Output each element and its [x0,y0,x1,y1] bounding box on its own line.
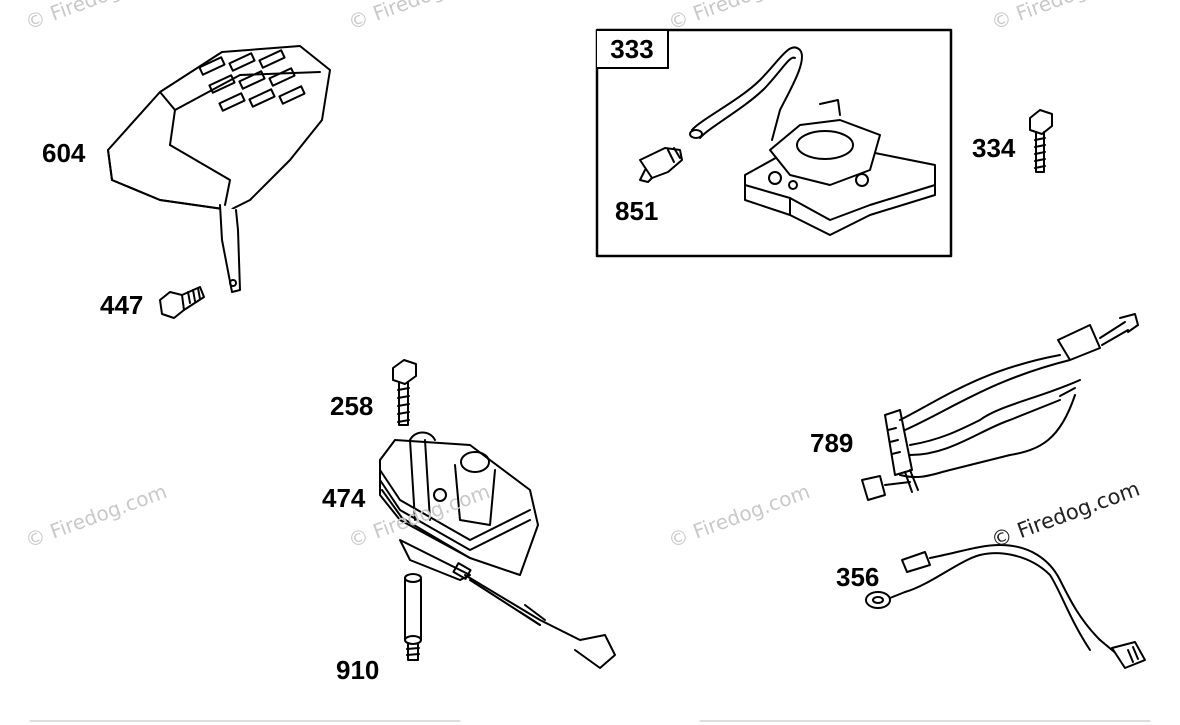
callout-334: 334 [972,133,1016,163]
kit-333-box [595,28,953,258]
callout-789: 789 [810,428,854,458]
part-789-harness [861,313,1139,501]
part-447-bolt [159,286,205,319]
callout-604: 604 [42,138,86,168]
part-851-boot [639,147,683,183]
callout-474: 474 [322,483,366,513]
part-258-screw [392,359,417,426]
part-910-spacer [404,573,422,661]
callout-910: 910 [336,655,380,685]
callout-356: 356 [836,562,880,592]
part-474-armature [379,431,616,669]
part-333-armature [689,46,936,236]
callout-258: 258 [330,391,374,421]
callout-851: 851 [615,196,659,226]
part-356-ground-wire [865,544,1146,669]
part-334-screw [1029,109,1053,173]
kit-333-label: 333 [597,31,669,69]
callout-447: 447 [100,290,144,320]
part-604-cover [107,45,331,293]
